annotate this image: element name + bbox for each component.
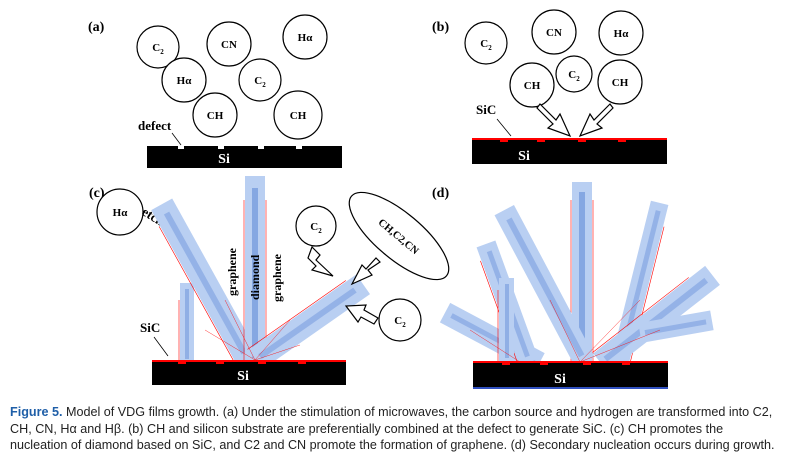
svg-text:CH: CH: [524, 80, 541, 92]
svg-text:Hα: Hα: [113, 207, 129, 219]
si-substrate: Si: [473, 361, 668, 389]
svg-text:C2: C2: [568, 69, 580, 83]
arrow-down-left: [578, 103, 614, 138]
svg-text:Hα: Hα: [298, 32, 314, 44]
svg-text:CH: CH: [612, 77, 629, 89]
sic-label-c: SiC: [140, 320, 160, 335]
arrow-c2: [307, 245, 334, 277]
circle-c2: C2: [238, 58, 282, 102]
circle-ch: CH: [509, 62, 555, 108]
panel-b: (b) C2 CN Hα C2 CH CH SiC: [432, 9, 667, 164]
svg-text:Hα: Hα: [177, 75, 193, 87]
growth-lines: [469, 299, 661, 363]
graphene-flake: [592, 265, 720, 373]
svg-text:CN: CN: [546, 27, 562, 39]
graphene-flake: [638, 310, 714, 343]
graphene-label-right: graphene: [270, 253, 284, 302]
svg-text:C2: C2: [254, 75, 266, 89]
panel-a: (a) C2 CN Hα Hα C2 CH CH defect: [88, 14, 342, 168]
svg-text:C2: C2: [152, 42, 164, 56]
circle-cn: CN: [206, 21, 252, 67]
circle-c2: C2: [136, 25, 180, 69]
reactant-ellipse: CH,C2,CN: [348, 191, 450, 281]
graphene-flake: [497, 278, 514, 362]
circle-c2: C2: [464, 21, 508, 65]
circle-ch: CH: [273, 90, 323, 140]
svg-text:C2: C2: [310, 221, 322, 235]
graphene-label-left: graphene: [225, 247, 239, 296]
substrate-label-a: Si: [218, 152, 230, 167]
caption-label: Figure 5.: [10, 405, 63, 419]
substrate-label-d: Si: [554, 372, 566, 387]
diagram: (a) C2 CN Hα Hα C2 CH CH defect: [88, 9, 720, 389]
sic-label-b: SiC: [476, 102, 496, 117]
svg-text:CH: CH: [207, 110, 224, 122]
panel-label-b: (b): [432, 20, 449, 35]
panel-label-a: (a): [88, 20, 105, 35]
si-substrate: Si: [472, 138, 667, 164]
svg-text:CH: CH: [290, 110, 307, 122]
svg-text:C2: C2: [480, 38, 492, 52]
circle-c2: C2: [295, 205, 337, 247]
figure-caption: Figure 5. Model of VDG films growth. (a)…: [10, 404, 782, 454]
arrow-c2-lower: [344, 304, 379, 325]
svg-text:C2: C2: [394, 315, 406, 329]
graphene-flake: [178, 283, 194, 363]
diamond-column: [570, 182, 594, 362]
graphene-flake: [151, 198, 259, 367]
sic-pointer: [496, 118, 512, 137]
graphene-flake: [247, 274, 371, 370]
diamond-label: diamond: [248, 254, 262, 300]
circle-ch: CH: [597, 59, 643, 105]
arrow-down-right: [536, 103, 572, 138]
defect-label: defect: [138, 118, 172, 133]
graphene-flake: [494, 204, 595, 368]
svg-text:Hα: Hα: [614, 28, 630, 40]
diamond-column: [243, 176, 267, 362]
sic-pointer: [153, 336, 169, 357]
arrow-ellipse: [350, 257, 381, 286]
panel-label-c: (c): [89, 186, 105, 201]
si-substrate: Si: [152, 360, 346, 385]
circle-cn: CN: [531, 9, 577, 55]
circle-h-alpha: Hα: [161, 57, 207, 103]
panel-label-d: (d): [432, 186, 449, 201]
defect-pointer: [171, 132, 182, 146]
panel-d: (d): [432, 182, 720, 389]
si-substrate: Si: [147, 146, 342, 168]
caption-text: Model of VDG films growth. (a) Under the…: [10, 405, 775, 453]
panel-c: (c) Hα etching: [89, 176, 450, 385]
circle-c2: C2: [378, 298, 422, 342]
substrate-label-b: Si: [518, 149, 530, 164]
circle-h-alpha: Hα: [96, 188, 144, 236]
circle-ch: CH: [192, 92, 238, 138]
substrate-label-c: Si: [237, 369, 249, 384]
growth-lines: [204, 299, 301, 361]
circle-h-alpha: Hα: [282, 14, 328, 60]
circle-h-alpha: Hα: [598, 10, 644, 56]
svg-text:CN: CN: [221, 39, 237, 51]
circle-c2: C2: [555, 55, 593, 93]
